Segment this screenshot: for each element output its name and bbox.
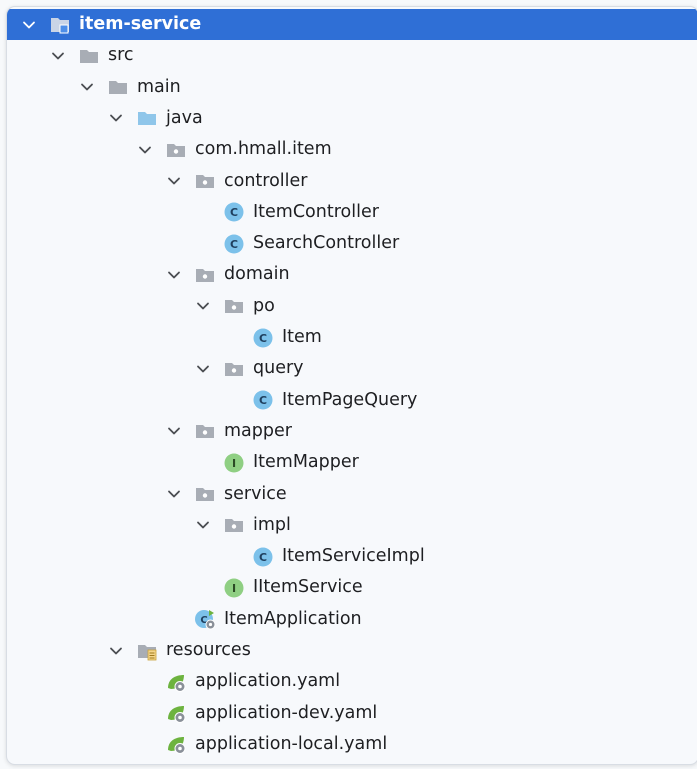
tree-row-label: ItemServiceImpl <box>282 546 425 567</box>
package-icon <box>223 358 245 380</box>
spring-config-icon <box>165 733 187 755</box>
tree-row-label: application.yaml <box>195 671 341 692</box>
package-icon <box>223 514 245 536</box>
tree-row-label: com.hmall.item <box>195 139 332 160</box>
tree-row-domain[interactable]: domain <box>7 259 697 290</box>
tree-row-itemmapper[interactable]: I ItemMapper <box>7 447 697 478</box>
tree-row-item[interactable]: C Item <box>7 322 697 353</box>
chevron-down-icon[interactable] <box>21 17 37 33</box>
tree-row-mapper[interactable]: mapper <box>7 416 697 447</box>
svg-text:C: C <box>259 394 267 407</box>
tree-row-label: item-service <box>79 14 202 34</box>
svg-text:C: C <box>259 551 267 564</box>
tree-row-service[interactable]: service <box>7 479 697 510</box>
tree-row-src[interactable]: src <box>7 40 697 71</box>
tree-row-label: impl <box>253 514 291 535</box>
class-icon: C <box>223 233 245 255</box>
tree-row-itemserviceimpl[interactable]: C ItemServiceImpl <box>7 541 697 572</box>
spring-boot-class-icon: C <box>194 608 216 630</box>
tree-row-label: IItemService <box>253 577 363 598</box>
package-icon <box>223 295 245 317</box>
tree-row-label: Item <box>282 327 322 347</box>
tree-row-label: mapper <box>224 420 292 441</box>
tree-row-itemapplication[interactable]: C ItemApplication <box>7 604 697 635</box>
tree-row-com-hmall-item[interactable]: com.hmall.item <box>7 134 697 165</box>
class-icon: C <box>252 327 274 349</box>
svg-text:C: C <box>259 332 267 345</box>
tree-row-label: application-dev.yaml <box>195 702 378 723</box>
svg-text:I: I <box>232 582 236 595</box>
package-icon <box>194 170 216 192</box>
package-icon <box>165 139 187 161</box>
class-icon: C <box>223 201 245 223</box>
tree-row-label: java <box>166 107 203 128</box>
spring-config-icon <box>165 702 187 724</box>
tree-row-label: ItemController <box>253 201 379 222</box>
interface-icon: I <box>223 577 245 599</box>
source-folder-icon <box>136 107 158 129</box>
chevron-down-icon[interactable] <box>166 423 182 439</box>
tree-row-searchcontroller[interactable]: C SearchController <box>7 228 697 259</box>
tree-row-label: ItemPageQuery <box>282 389 418 410</box>
tree-row-application-yaml[interactable]: application.yaml <box>7 666 697 697</box>
tree-row-label: src <box>108 45 134 66</box>
svg-text:I: I <box>232 457 236 470</box>
chevron-down-icon[interactable] <box>166 267 182 283</box>
chevron-down-icon[interactable] <box>79 79 95 95</box>
interface-icon: I <box>223 452 245 474</box>
chevron-down-icon[interactable] <box>137 142 153 158</box>
spring-config-icon <box>165 671 187 693</box>
chevron-down-icon[interactable] <box>166 486 182 502</box>
class-icon: C <box>252 546 274 568</box>
svg-text:C: C <box>230 238 238 251</box>
tree-row-resources[interactable]: resources <box>7 635 697 666</box>
tree-row-impl[interactable]: impl <box>7 510 697 541</box>
tree-row-label: ItemMapper <box>253 452 359 473</box>
tree-row-label: po <box>253 295 275 316</box>
tree-row-query[interactable]: query <box>7 353 697 384</box>
tree-row-po[interactable]: po <box>7 291 697 322</box>
tree-row-label: resources <box>166 640 251 660</box>
module-icon <box>49 14 71 36</box>
chevron-down-icon[interactable] <box>50 48 66 64</box>
chevron-down-icon[interactable] <box>108 110 124 126</box>
chevron-down-icon[interactable] <box>195 298 211 314</box>
tree-row-label: service <box>224 483 287 504</box>
class-icon: C <box>252 389 274 411</box>
tree-row-application-local-yaml[interactable]: application-local.yaml <box>7 729 697 760</box>
svg-text:C: C <box>200 615 207 626</box>
tree-row-iitemservice[interactable]: I IItemService <box>7 572 697 603</box>
tree-row-label: application-local.yaml <box>195 733 388 754</box>
tree-row-label: SearchController <box>253 233 400 254</box>
folder-icon <box>107 76 129 98</box>
chevron-down-icon[interactable] <box>195 361 211 377</box>
resources-folder-icon <box>136 640 158 662</box>
tree-row-label: domain <box>224 264 290 285</box>
tree-row-itempagequery[interactable]: C ItemPageQuery <box>7 385 697 416</box>
tree-row-item-service[interactable]: item-service <box>7 9 697 40</box>
tree-row-java[interactable]: java <box>7 103 697 134</box>
tree-row-label: ItemApplication <box>224 608 362 629</box>
folder-icon <box>78 45 100 67</box>
chevron-down-icon[interactable] <box>166 173 182 189</box>
tree-row-application-dev-yaml[interactable]: application-dev.yaml <box>7 698 697 729</box>
chevron-down-icon[interactable] <box>108 643 124 659</box>
svg-text:C: C <box>230 206 238 219</box>
tree-row-label: controller <box>224 170 308 191</box>
package-icon <box>194 264 216 286</box>
tree-row-label: main <box>137 76 181 97</box>
tree-row-itemcontroller[interactable]: C ItemController <box>7 197 697 228</box>
package-icon <box>194 420 216 442</box>
tree-row-label: query <box>253 358 304 379</box>
package-icon <box>194 483 216 505</box>
tree-row-controller[interactable]: controller <box>7 166 697 197</box>
chevron-down-icon[interactable] <box>195 517 211 533</box>
tree-row-main[interactable]: main <box>7 72 697 103</box>
